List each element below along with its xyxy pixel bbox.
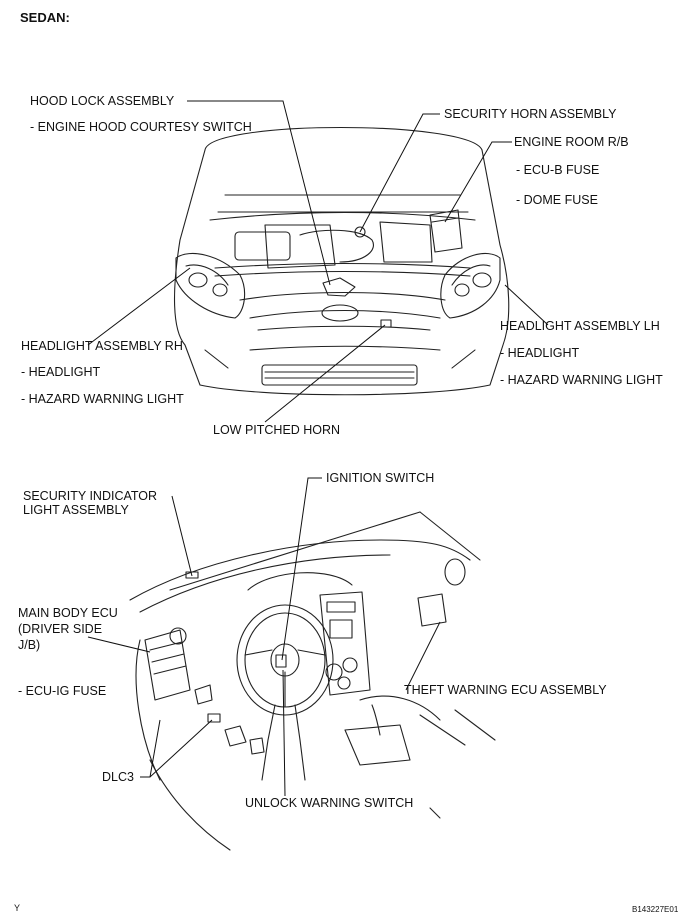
label-headlight-rh-sub2: - HAZARD WARNING LIGHT <box>21 392 184 406</box>
label-headlight-lh-sub1: - HEADLIGHT <box>500 346 580 360</box>
label-headlight-lh: HEADLIGHT ASSEMBLY LH <box>500 319 660 333</box>
car-front-drawing <box>173 126 510 396</box>
label-hood-courtesy-switch: - ENGINE HOOD COURTESY SWITCH <box>30 120 252 134</box>
label-headlight-rh: HEADLIGHT ASSEMBLY RH <box>21 339 183 353</box>
footer-left-mark: Y <box>14 903 21 913</box>
label-unlock-warning-switch: UNLOCK WARNING SWITCH <box>245 796 414 810</box>
label-ecu-ig-fuse: - ECU-IG FUSE <box>18 684 107 698</box>
interior-drawing <box>129 511 496 851</box>
label-main-body-ecu-3: J/B) <box>18 638 41 652</box>
leader-lines <box>87 100 549 797</box>
label-ignition-switch: IGNITION SWITCH <box>326 471 435 485</box>
label-dlc3: DLC3 <box>102 770 134 784</box>
label-hood-lock: HOOD LOCK ASSEMBLY <box>30 94 175 108</box>
label-ecu-b-fuse: - ECU-B FUSE <box>516 163 600 177</box>
diagram-header: SEDAN: <box>20 10 70 25</box>
label-security-indicator-2: LIGHT ASSEMBLY <box>23 503 129 517</box>
label-security-horn: SECURITY HORN ASSEMBLY <box>444 107 617 121</box>
label-theft-warning-ecu: THEFT WARNING ECU ASSEMBLY <box>404 683 607 697</box>
label-dome-fuse: - DOME FUSE <box>516 193 598 207</box>
label-main-body-ecu-1: MAIN BODY ECU <box>18 606 118 620</box>
figure-id: B143227E01 <box>632 905 679 914</box>
label-headlight-rh-sub1: - HEADLIGHT <box>21 365 101 379</box>
label-low-pitched-horn: LOW PITCHED HORN <box>213 423 341 437</box>
label-headlight-lh-sub2: - HAZARD WARNING LIGHT <box>500 373 663 387</box>
label-security-indicator-1: SECURITY INDICATOR <box>23 489 158 503</box>
label-engine-room-rb: ENGINE ROOM R/B <box>514 135 629 149</box>
label-main-body-ecu-2: (DRIVER SIDE <box>18 622 103 636</box>
